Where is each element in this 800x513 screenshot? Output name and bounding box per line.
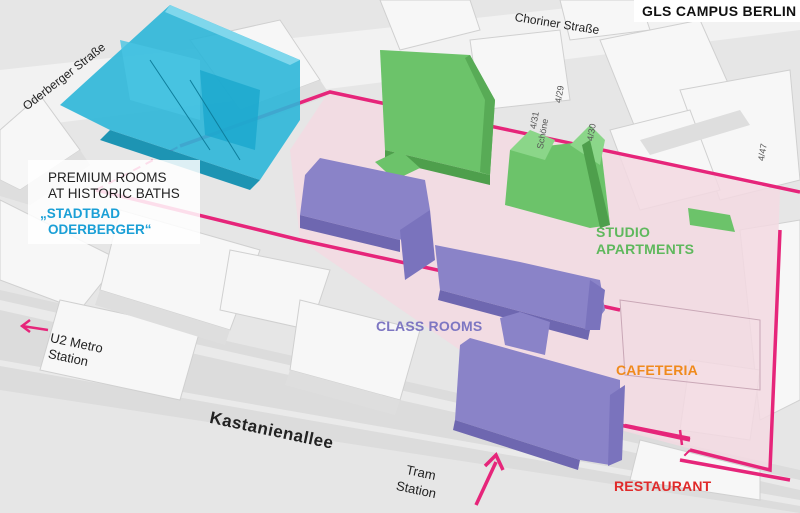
map-title: GLS CAMPUS BERLIN [642,3,797,19]
baths-label-line1: PREMIUM ROOMS [48,170,167,185]
baths-name-line1: „STADTBAD [40,206,120,221]
baths-name-line2: ODERBERGER“ [48,222,152,237]
cafeteria-area [619,299,761,391]
title-box [634,0,800,22]
restaurant-marker [624,423,691,446]
cafeteria-label: CAFETERIA [616,362,698,378]
metro-arrow-icon [19,319,49,333]
tram-track-2 [0,360,800,506]
class-rooms-label: CLASS ROOMS [376,318,483,334]
studio-label-line1: STUDIO [596,224,651,240]
building-class-rooms [300,158,625,470]
restaurant-label: RESTAURANT [614,478,712,494]
baths-label-line2: AT HISTORIC BATHS [48,186,180,201]
tram-arrow-icon [474,451,505,506]
studio-label-line2: APARTMENTS [596,241,695,257]
baths-label-box [28,160,200,244]
building-studio-apartments [375,50,735,232]
